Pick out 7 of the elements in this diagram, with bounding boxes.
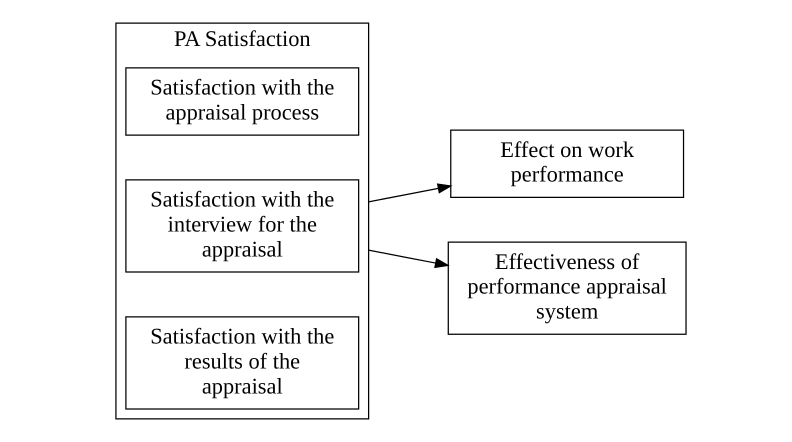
arrow: [368, 250, 450, 268]
node-box: Effectiveness of performance appraisal system: [448, 242, 687, 335]
node-box: Satisfaction with the results of the appraisal: [125, 316, 360, 410]
arrow: [368, 183, 453, 202]
node-box: Satisfaction with the appraisal process: [125, 67, 360, 136]
node-box: Satisfaction with the interview for the appraisal: [125, 179, 360, 273]
node-box: Effect on work performance: [450, 130, 684, 198]
